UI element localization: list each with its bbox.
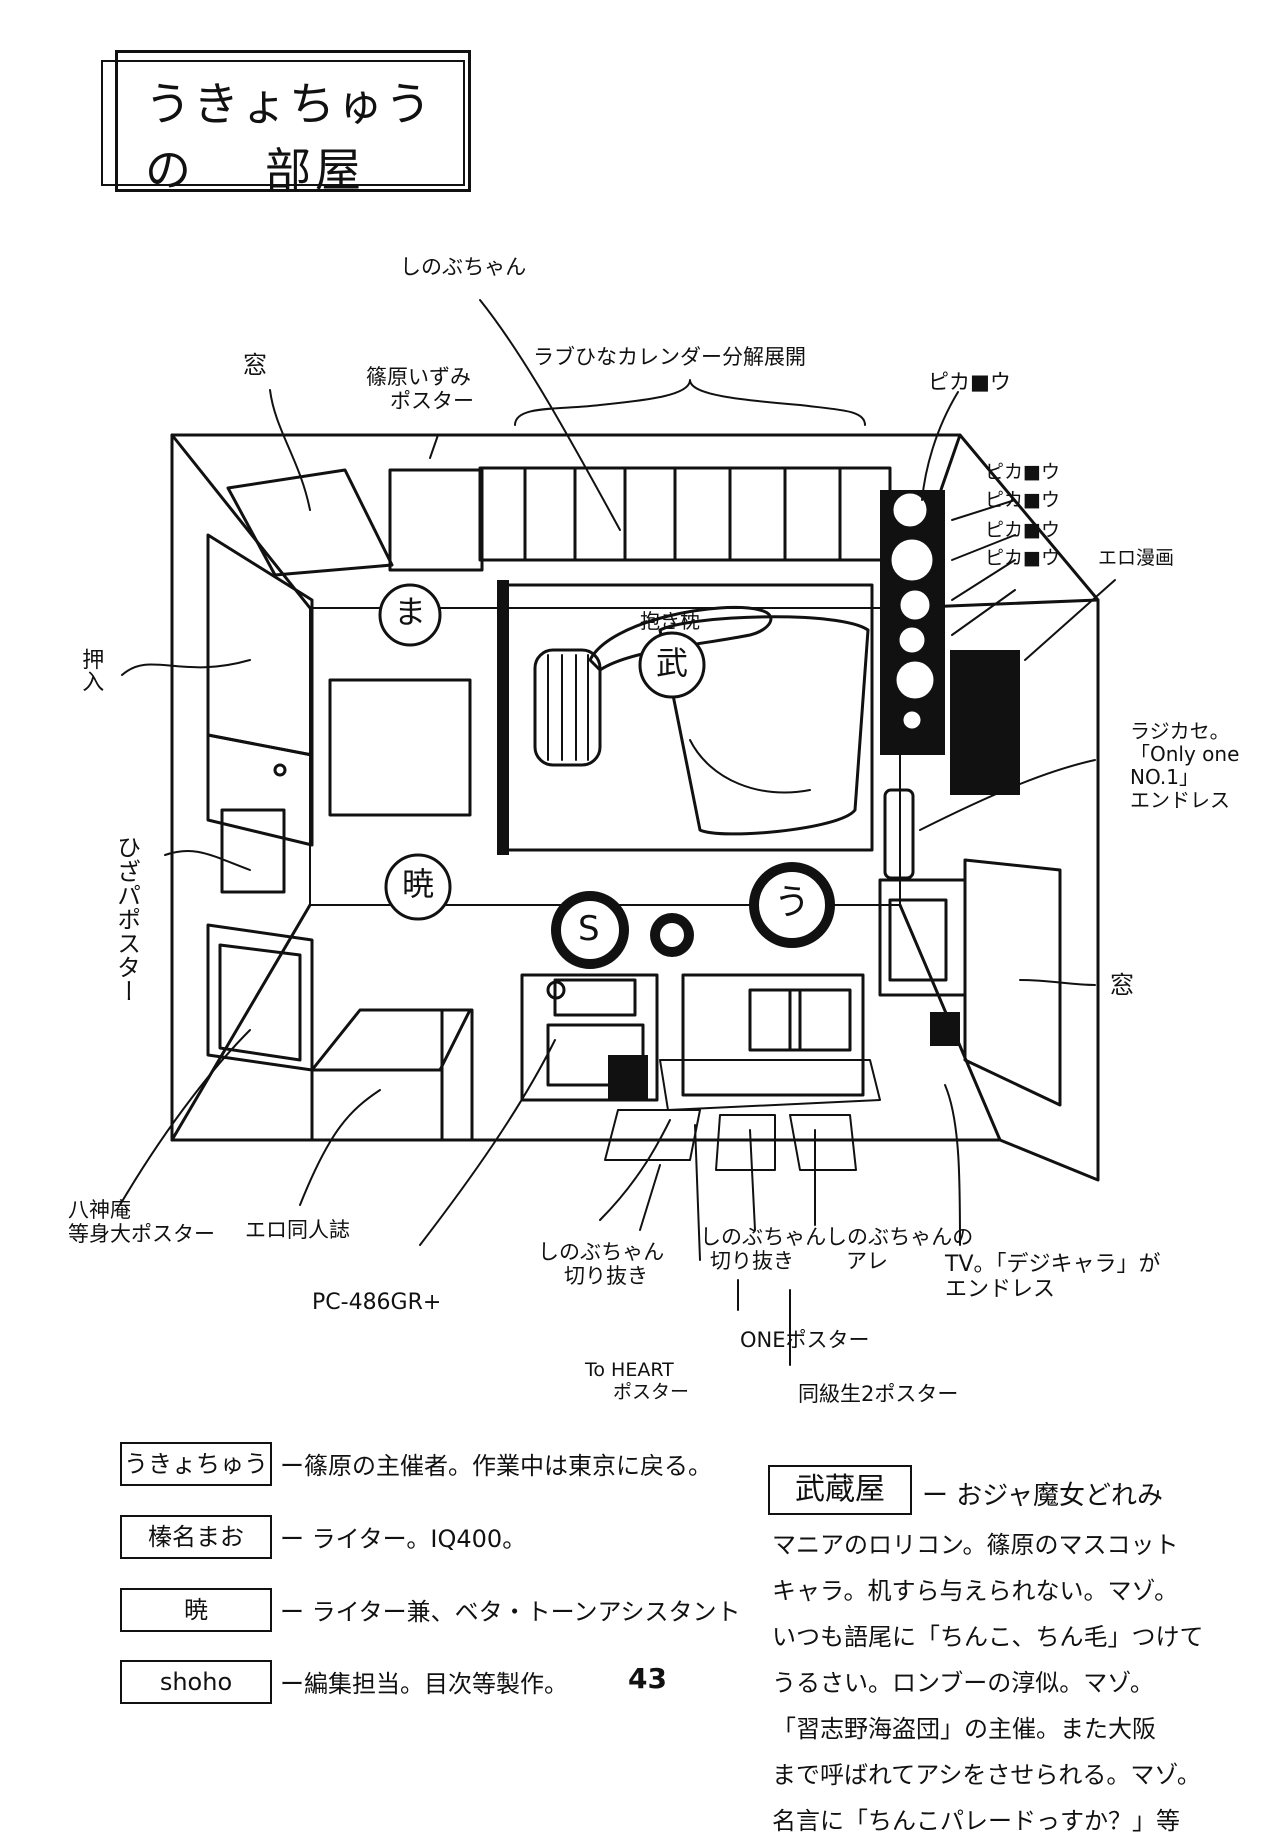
label-tv: TV。「デジキャラ」が エンドレス [945, 1252, 1161, 1303]
label-shinohara-poster: 篠原いずみ ポスター [366, 365, 474, 413]
futon [658, 615, 870, 836]
ma-marker-circle [378, 583, 442, 647]
musashi-line: まで呼ばれてアシをさせられる。マゾ。 [772, 1761, 1201, 1789]
label-shinobu-cut: しのぶちゃん 切り抜き [538, 1240, 664, 1288]
u-marker-circle [749, 862, 835, 948]
shinohara-poster [388, 468, 484, 572]
roster-name: shoho [120, 1660, 272, 1704]
label-tv-2: エンドレス [945, 1277, 1056, 1303]
take-marker: 武 [656, 644, 689, 682]
radicase [883, 788, 915, 880]
label-window-right: 窓 [1110, 971, 1134, 999]
ero-manga-cabinet [950, 650, 1020, 795]
title-line-1: うきょちゅうの [145, 77, 433, 197]
title-line-2: 部屋 [265, 143, 365, 197]
label-radicase-3: NO.1」 [1130, 765, 1199, 789]
roster-desc: ー ライター。IQ400。 [280, 1525, 527, 1553]
window-right [963, 858, 1062, 1107]
label-ero-doujin: エロ同人誌 [245, 1218, 350, 1242]
label-radicase-2: 「Only one [1130, 742, 1240, 766]
musashi-line: 名言に「ちんこパレードっすか？」等 [772, 1807, 1180, 1835]
musashi-line: いつも語尾に「ちんこ、ちん毛」つけて [772, 1623, 1204, 1651]
oshiire [206, 533, 314, 757]
musashi-name-box: 武蔵屋 [768, 1465, 912, 1515]
ma-marker: ま [394, 593, 427, 631]
roster-name: うきょちゅう [120, 1442, 272, 1486]
label-pikachu-4: ピカ■ウ [985, 519, 1060, 541]
label-dakimakura: 抱き枕 [640, 609, 700, 633]
musashi-line: マニアのロリコン。篠原のマスコット [772, 1531, 1179, 1559]
musashi-line: 「習志野海盗団」の主催。また大阪 [772, 1715, 1156, 1743]
label-pc: PC-486GR+ [312, 1290, 442, 1315]
hiza-poster [220, 808, 286, 894]
akatsuki-marker: 暁 [402, 865, 435, 903]
label-calendar: ラブひなカレンダー分解展開 [533, 345, 806, 369]
right-desk [681, 973, 865, 1097]
label-hiza-poster: ひざパポスター [112, 835, 141, 1003]
pillow [533, 648, 602, 767]
akatsuki-marker-circle [384, 853, 452, 921]
roster-desc: ー ライター兼、ベタ・トーンアシスタント [280, 1598, 741, 1626]
label-shinobu-cut2-2: 切り抜き [710, 1249, 794, 1274]
page-number: 43 [628, 1662, 667, 1695]
u-marker: う [774, 882, 811, 923]
musashi-body: マニアのロリコン。篠原のマスコット キャラ。机すら与えられない。マゾ。 いつも語… [772, 1522, 1204, 1844]
label-shinohara-poster-1: 篠原いずみ [366, 365, 471, 389]
take-marker-circle [638, 631, 706, 699]
label-yagami-1: 八神庵 [68, 1198, 131, 1222]
label-shinobu-are: しのぶちゃんの アレ [826, 1225, 973, 1273]
calendar-strip [478, 466, 892, 562]
label-window-left: 窓 [243, 351, 267, 379]
shinobu-are [789, 1114, 857, 1171]
label-yagami-2: 等身大ポスター [68, 1222, 215, 1247]
label-pikachu-1: ピカ■ウ [928, 370, 1011, 394]
tv [878, 878, 967, 997]
label-shinobu-cut2-1: しのぶちゃん [700, 1225, 827, 1249]
s-marker: S [578, 909, 600, 949]
window-left [226, 468, 394, 577]
title-box: うきょちゅうの 部屋 [101, 50, 475, 198]
label-radicase-1: ラジカセ。 [1130, 719, 1230, 743]
label-pikachu-2: ピカ■ウ [985, 461, 1060, 483]
label-radicase: ラジカセ。 「Only one NO.1」 エンドレス [1130, 720, 1239, 812]
label-tv-1: TV。「デジキャラ」が [945, 1252, 1161, 1277]
musashi-line: キャラ。机すら与えられない。マゾ。 [772, 1577, 1179, 1605]
label-shinobu-cut-1: しのぶちゃん [538, 1240, 665, 1264]
musashi-line: うるさい。ロンブーの淳似。マゾ。 [772, 1669, 1154, 1697]
label-shinohara-poster-2: ポスター [390, 389, 474, 414]
label-pikachu-3: ピカ■ウ [985, 489, 1060, 511]
shelf-left [328, 678, 472, 817]
label-oshiire: 押入 [78, 648, 104, 692]
roster-desc: ー篠原の主催者。作業中は東京に戻る。 [280, 1452, 712, 1480]
pc-monitor [553, 978, 637, 1017]
label-radicase-4: エンドレス [1130, 788, 1230, 812]
label-yagami: 八神庵 等身大ポスター [68, 1198, 215, 1246]
label-ero-manga: エロ漫画 [1098, 547, 1175, 569]
s-marker-circle [551, 891, 629, 969]
roster-desc: ー編集担当。目次等製作。 [280, 1670, 568, 1698]
label-shinobu-top: しのぶちゃん [400, 255, 527, 279]
label-toheart-2: ポスター [613, 1380, 690, 1403]
label-shinobu-are-2: アレ [846, 1249, 888, 1274]
label-shinobu-cut-2: 切り抜き [564, 1264, 648, 1289]
label-doukyusei: 同級生2ポスター [798, 1382, 959, 1406]
label-pikachu-5: ピカ■ウ [985, 547, 1060, 569]
label-one-poster: ONEポスター [740, 1328, 870, 1352]
doujin-shelf [310, 1008, 472, 1072]
shinobu-cut-2 [715, 1114, 776, 1171]
label-toheart: To HEART ポスター [585, 1359, 690, 1404]
label-shinobu-cut-b: しのぶちゃん 切り抜き [700, 1225, 826, 1273]
pc-desk [520, 973, 659, 1102]
roster-name: 暁 [120, 1588, 272, 1632]
musashi-heading: ー おジャ魔女どれみ [922, 1481, 1163, 1511]
roster-name: 榛名まお [120, 1515, 272, 1559]
label-shinobu-are-1: しのぶちゃんの [826, 1225, 974, 1249]
label-toheart-1: To HEART [585, 1359, 674, 1381]
